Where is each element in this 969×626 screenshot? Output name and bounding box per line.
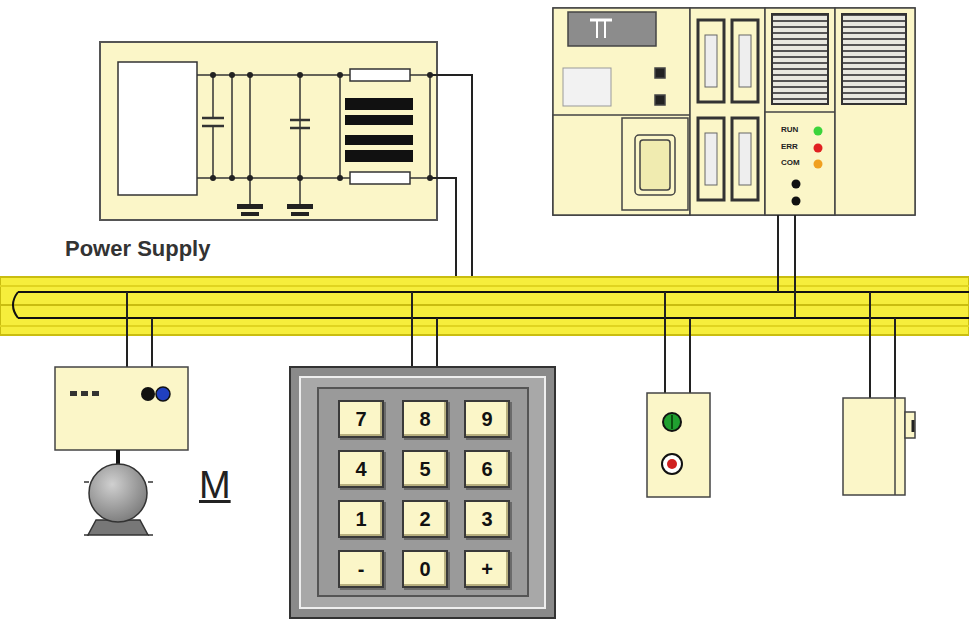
key-label: 1 (355, 508, 366, 531)
keypad (290, 292, 555, 618)
key-button: 5 (402, 450, 448, 488)
key-label: + (481, 558, 493, 581)
key-label: - (358, 558, 365, 581)
key-label: 4 (355, 458, 366, 481)
key-label: 3 (481, 508, 492, 531)
led-label: ERR (781, 143, 798, 151)
key-button: 6 (464, 450, 510, 488)
key-label: 6 (481, 458, 492, 481)
key-label: 8 (419, 408, 430, 431)
motor-symbol-label: M (199, 466, 231, 504)
field-device (843, 292, 915, 495)
key-button: 3 (464, 500, 510, 538)
key-label: 5 (419, 458, 430, 481)
key-label: 2 (419, 508, 430, 531)
led-label: COM (781, 159, 800, 167)
key-button: 1 (338, 500, 384, 538)
plc-rack (553, 8, 915, 318)
key-label: 0 (419, 558, 430, 581)
key-button: 8 (402, 400, 448, 438)
key-button: 7 (338, 400, 384, 438)
bus-cable (0, 277, 969, 335)
key-label: 9 (481, 408, 492, 431)
power-supply-box: Power Supply (100, 42, 437, 220)
key-button: 0 (402, 550, 448, 588)
key-button: + (464, 550, 510, 588)
motor-drive (55, 292, 188, 535)
key-button: 2 (402, 500, 448, 538)
pushbutton-station (647, 292, 710, 497)
device-heading: Power Supply (65, 236, 210, 262)
key-button: - (338, 550, 384, 588)
led-label: RUN (781, 126, 798, 134)
key-label: 7 (355, 408, 366, 431)
key-button: 4 (338, 450, 384, 488)
key-button: 9 (464, 400, 510, 438)
